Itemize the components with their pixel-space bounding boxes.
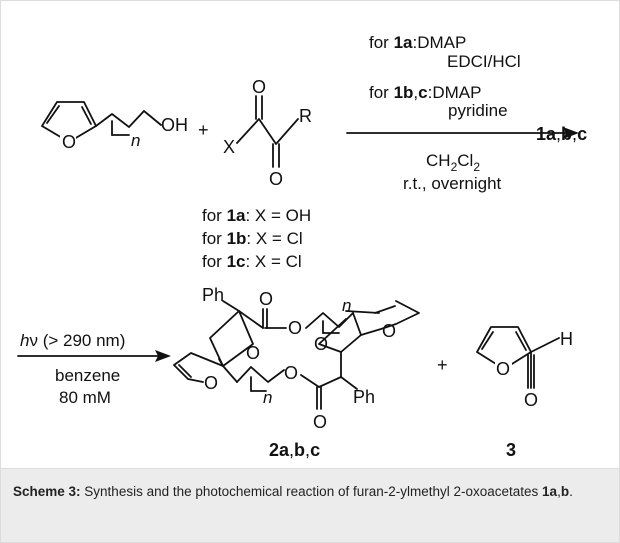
hv-solvent: benzene [55, 366, 120, 385]
mc-oxygen-furan-right: O [382, 321, 396, 341]
plus-sign-2: + [437, 355, 448, 375]
product-label-1abc: 1a,b,c [536, 124, 587, 144]
furan-oxygen: O [62, 132, 76, 152]
keto-x: X [223, 137, 235, 157]
furan-alcohol-structure: O OH n [41, 101, 188, 152]
mc-oxygen-top: O [259, 289, 273, 309]
chain-length-n: n [131, 131, 140, 150]
reagents-1a: for 1a:DMAP [369, 33, 466, 52]
mc-oxygen-furan-left: O [204, 373, 218, 393]
caption-compound-1a: 1a [542, 484, 558, 499]
mc-phenyl-right: Ph [353, 387, 375, 407]
figure-caption: Scheme 3: Synthesis and the photochemica… [1, 468, 619, 542]
furfural-structure: O H O [476, 326, 573, 410]
keto-oxygen-bottom: O [269, 169, 283, 189]
reaction-scheme: O OH n + X R O O for 1a: X = OH for 1b: … [17, 33, 587, 460]
aldehyde-oxygen: O [524, 390, 538, 410]
mc-oxygen-ring-right: O [314, 334, 328, 354]
caption-text: Synthesis and the photochemical reaction… [80, 484, 543, 499]
substituent-1c: for 1c: X = Cl [202, 252, 302, 271]
plus-sign-1: + [198, 120, 209, 140]
hv-conditions: hν (> 290 nm) [20, 331, 125, 350]
substituent-1b: for 1b: X = Cl [202, 229, 303, 248]
reagents-1bc-line2: pyridine [448, 101, 508, 120]
caption-sep: , [557, 484, 561, 499]
mc-oxygen-ring-left: O [246, 343, 260, 363]
keto-oxygen-top: O [252, 77, 266, 97]
caption-label: Scheme 3: [13, 484, 81, 499]
reaction-arrow-1 [346, 127, 579, 139]
aldehyde-h: H [560, 329, 573, 349]
mc-oxygen-bottom: O [313, 412, 327, 432]
label-3: 3 [506, 440, 516, 460]
reaction-arrow-2 [17, 350, 171, 362]
caption-compound-b: b [560, 484, 570, 499]
solvent-ch2cl2: CH2Cl2 [426, 151, 480, 174]
label-2abc: 2a,b,c [269, 440, 320, 460]
keto-r: R [299, 106, 312, 126]
mc-oxygen-ester-lower: O [284, 363, 298, 383]
macrocycle-structure: O O O O O O O O Ph Ph n n [173, 285, 420, 432]
substituent-1a: for 1a: X = OH [202, 206, 311, 225]
furfural-ring-oxygen: O [496, 359, 510, 379]
reagents-1bc: for 1b,c:DMAP [369, 83, 481, 102]
hydroxyl-label: OH [161, 115, 188, 135]
hv-concentration: 80 mM [59, 388, 111, 407]
mc-chain-n-upper: n [342, 296, 351, 315]
reagents-1a-line2: EDCI/HCl [447, 52, 521, 71]
mc-phenyl-left: Ph [202, 285, 224, 305]
conditions-text: r.t., overnight [403, 174, 502, 193]
caption-end: . [569, 484, 573, 499]
mc-chain-n-lower: n [263, 388, 272, 407]
oxoacetyl-structure: X R O O [223, 77, 312, 189]
mc-oxygen-ester-upper: O [288, 318, 302, 338]
